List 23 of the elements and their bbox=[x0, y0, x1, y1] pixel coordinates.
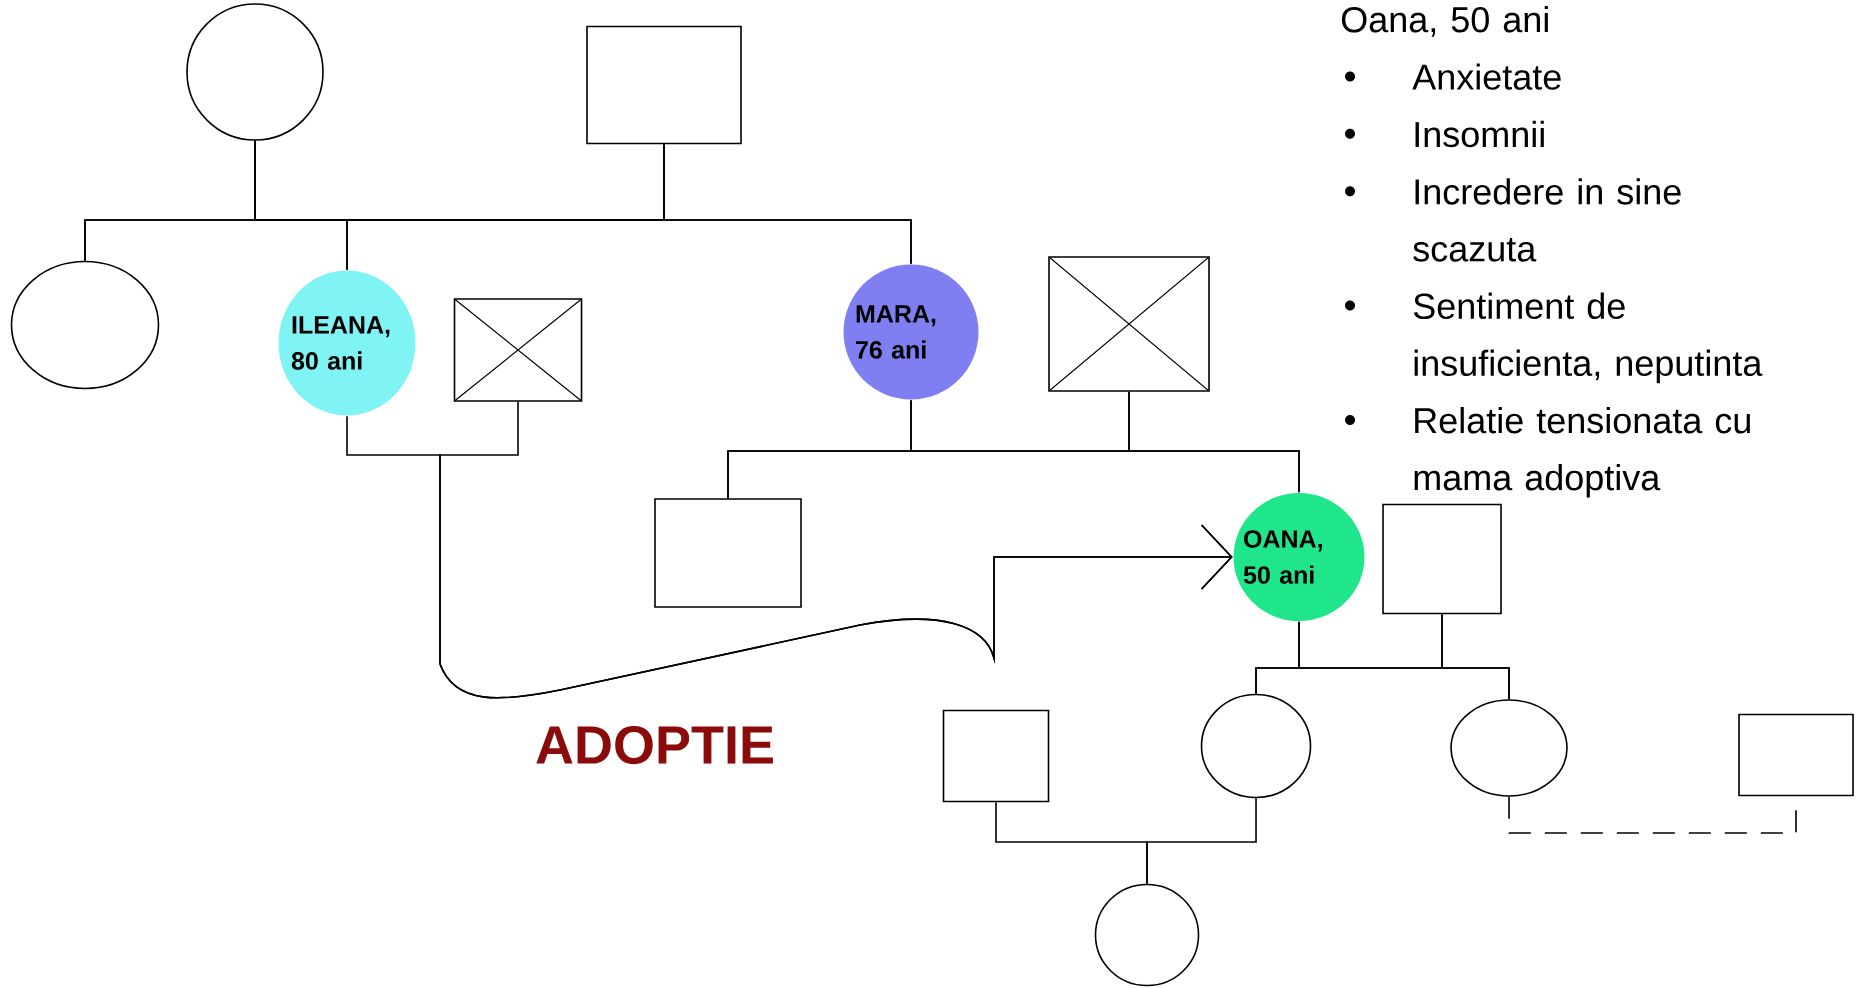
bullet-item: Anxietate bbox=[1345, 63, 1561, 90]
connector-line bbox=[663, 143, 912, 265]
bullet-item: Sentiment de insuficienta, neputinta bbox=[1345, 292, 1763, 384]
circle-symbol bbox=[1200, 693, 1312, 799]
square-symbol bbox=[1382, 503, 1502, 615]
circle-symbol bbox=[1450, 699, 1568, 797]
heading-text: Oana, 50 ani bbox=[1341, 6, 1548, 37]
square-symbol bbox=[942, 709, 1050, 803]
circle-symbol bbox=[1094, 883, 1200, 987]
circle-symbol bbox=[186, 3, 324, 141]
edge-label: ADOPTIE bbox=[533, 723, 777, 767]
crossed-square-symbol bbox=[1048, 256, 1210, 392]
circle-symbol bbox=[10, 260, 160, 390]
connector-line bbox=[1128, 391, 1300, 493]
dashed-line bbox=[1508, 795, 1797, 834]
square-symbol bbox=[1738, 713, 1854, 797]
bullet-item: Incredere in sine scazuta bbox=[1345, 178, 1681, 262]
square-symbol bbox=[654, 498, 802, 608]
connector-line bbox=[1146, 797, 1257, 885]
bullet-item: Insomnii bbox=[1345, 120, 1544, 148]
connector-line bbox=[1441, 613, 1510, 700]
crossed-square-symbol bbox=[453, 298, 583, 402]
square-symbol bbox=[586, 25, 742, 145]
